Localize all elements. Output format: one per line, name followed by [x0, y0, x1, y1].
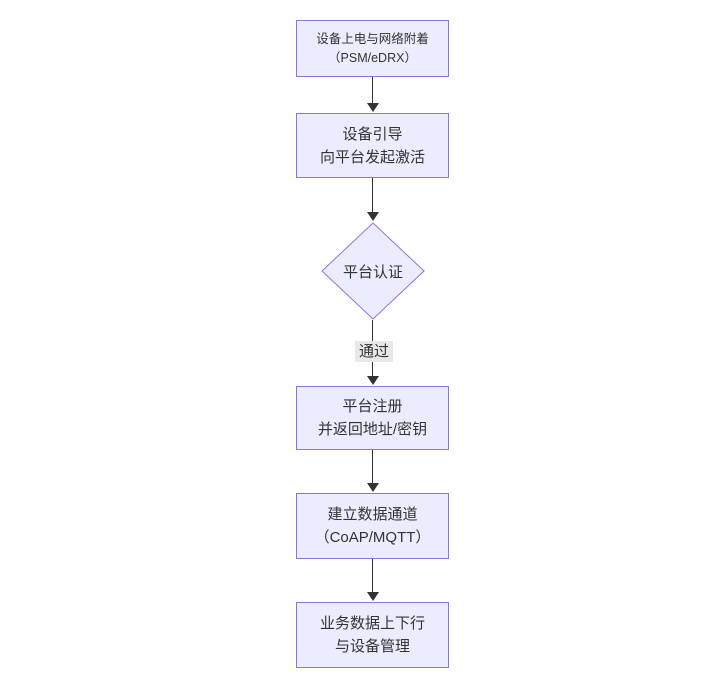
node-label-line: 业务数据上下行 — [319, 615, 425, 632]
node-label-line: 建立数据通道 — [327, 506, 418, 523]
node-label-line: （PSM/eDRX） — [328, 50, 417, 65]
edge-label-pass: 通过 — [355, 341, 394, 362]
arrowhead-down-icon — [367, 376, 379, 385]
node-label-line: 设备引导 — [342, 125, 403, 143]
node-label-line: 与设备管理 — [334, 638, 410, 655]
node-business-data: 业务数据上下行 与设备管理 — [296, 602, 449, 668]
edge-line — [372, 77, 373, 103]
edge-line — [372, 178, 373, 212]
arrowhead-down-icon — [367, 483, 379, 492]
arrowhead-down-icon — [367, 212, 379, 221]
arrowhead-down-icon — [367, 592, 379, 601]
node-platform-auth-decision: 平台认证 — [321, 222, 425, 320]
node-label-line: 并返回地址/密钥 — [317, 421, 428, 438]
node-label-line: 设备上电与网络附着 — [316, 31, 429, 46]
node-label-line: 向平台发起激活 — [319, 148, 425, 166]
node-data-channel: 建立数据通道 （CoAP/MQTT） — [296, 493, 449, 559]
edge-line — [372, 450, 373, 483]
decision-diamond-shape — [321, 222, 425, 320]
node-label-line: （CoAP/MQTT） — [314, 529, 431, 546]
edge-line — [372, 559, 373, 592]
node-device-bootstrap: 设备引导 向平台发起激活 — [296, 113, 449, 178]
node-label-line: 平台注册 — [342, 398, 403, 415]
node-label-line: 平台认证 — [342, 263, 403, 281]
node-device-power-on: 设备上电与网络附着 （PSM/eDRX） — [296, 20, 449, 77]
arrowhead-down-icon — [367, 103, 379, 112]
node-platform-register: 平台注册 并返回地址/密钥 — [296, 386, 449, 450]
